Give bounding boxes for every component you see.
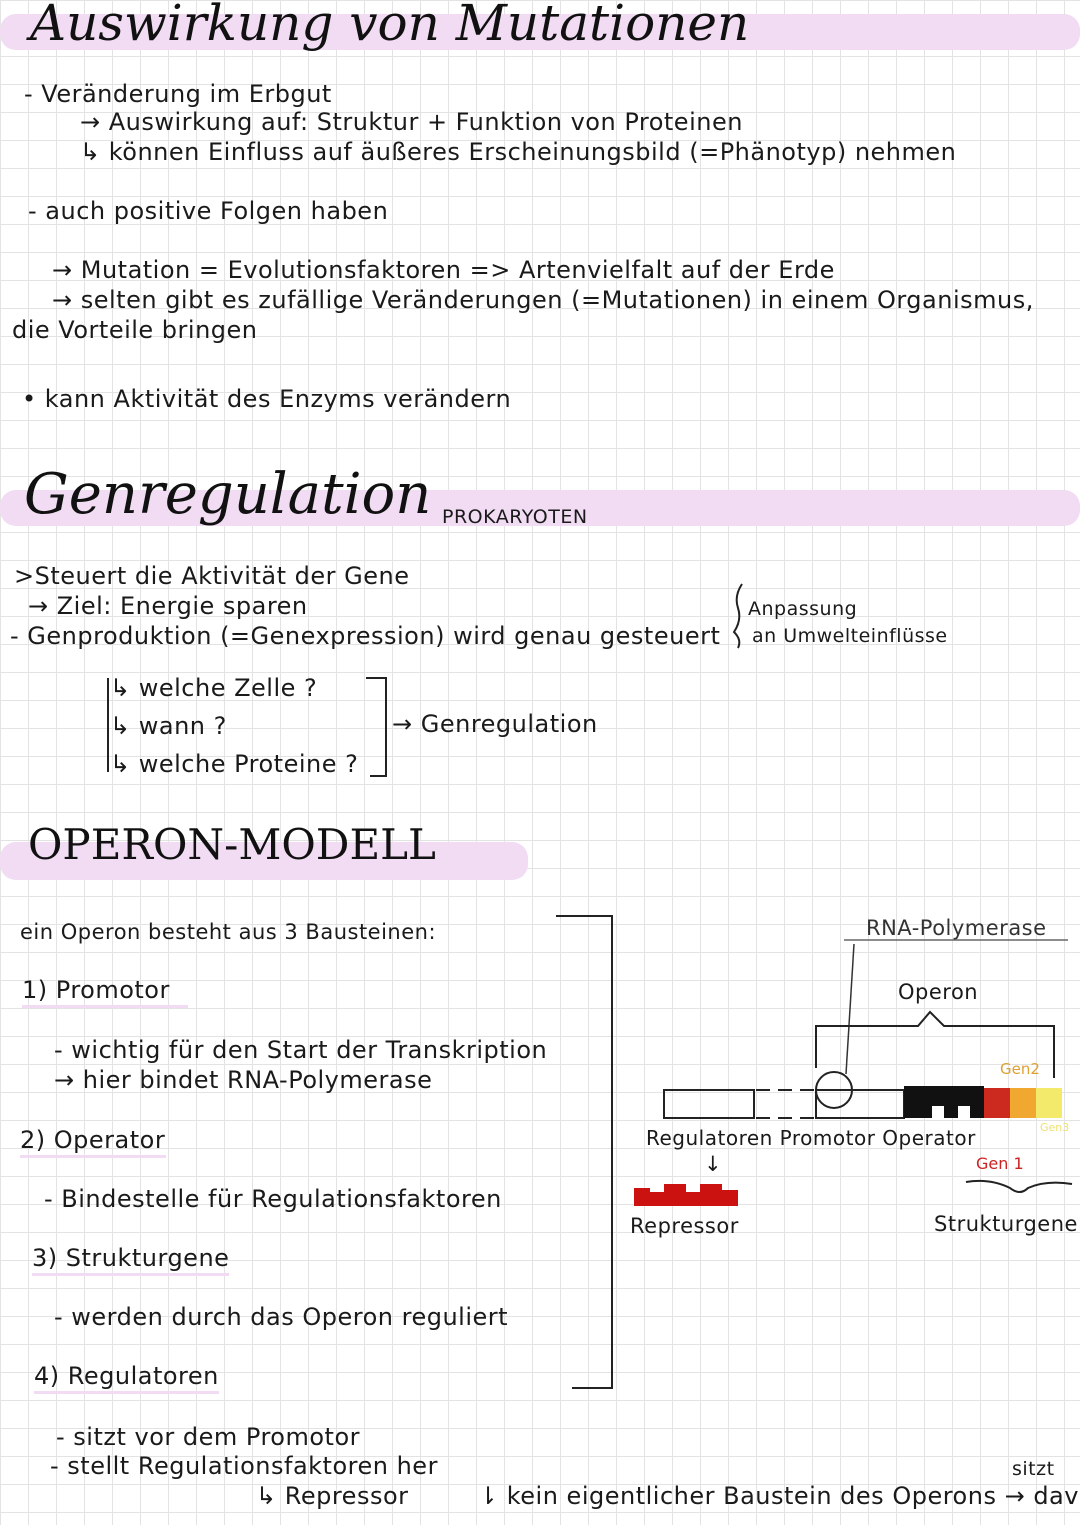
text-line: >Steuert die Aktivität der Gene	[14, 562, 410, 590]
footnote-top: sitzt	[1012, 1458, 1055, 1480]
rna-polymerase-label: RNA-Polymerase	[866, 916, 1047, 940]
question-item: ↳ welche Proteine ?	[110, 750, 359, 778]
list-heading: 2) Operator	[20, 1126, 166, 1158]
section-subtitle: PROKARYOTEN	[442, 506, 588, 528]
text-line: → Mutation = Evolutionsfaktoren => Arten…	[52, 256, 835, 284]
gen1-label: Gen 1	[976, 1154, 1024, 1173]
question-item: ↳ welche Zelle ?	[110, 674, 318, 702]
side-note: Anpassung	[748, 598, 858, 620]
footnote: ⇂ kein eigentlicher Baustein des Operons…	[478, 1482, 1080, 1510]
gen3-block	[1036, 1088, 1062, 1118]
section-title-mutationen: Auswirkung von Mutationen	[30, 0, 750, 52]
text-line: ↳ können Einfluss auf äußeres Erscheinun…	[80, 138, 957, 166]
operon-bracket	[815, 1010, 1055, 1078]
text-line: ein Operon besteht aus 3 Bausteinen:	[20, 920, 437, 944]
repressor-label: Repressor	[630, 1214, 739, 1238]
gen1-block	[984, 1088, 1010, 1118]
regulator-box	[663, 1089, 755, 1119]
text-line: - sitzt vor dem Promotor	[56, 1423, 360, 1451]
bracket-result: → Genregulation	[392, 710, 598, 738]
gen3-label: Gen3	[1040, 1121, 1070, 1134]
section-title-operon: OPERON-MODELL	[28, 820, 436, 869]
list-heading: 4) Regulatoren	[34, 1362, 219, 1394]
operator-block	[904, 1086, 984, 1118]
text-line: - Genproduktion (=Genexpression) wird ge…	[10, 622, 721, 650]
text-line: - stellt Regulationsfaktoren her	[50, 1452, 438, 1480]
repressor-shape	[634, 1184, 738, 1206]
promotor-box	[815, 1089, 905, 1119]
text-line: → Auswirkung auf: Struktur + Funktion vo…	[80, 108, 743, 136]
list-heading: 3) Strukturgene	[32, 1244, 230, 1276]
operon-label: Operon	[898, 980, 979, 1004]
text-line: - wichtig für den Start der Transkriptio…	[54, 1036, 548, 1064]
side-brace	[732, 583, 743, 649]
strukturgene-label: Strukturgene	[934, 1212, 1078, 1236]
side-note: an Umwelteinflüsse	[752, 625, 948, 647]
title-highlight-2	[0, 490, 1080, 526]
text-line: - Bindestelle für Regulationsfaktoren	[44, 1185, 502, 1213]
text-line: • kann Aktivität des Enzyms verändern	[22, 385, 512, 413]
section-title-genregulation: Genregulation	[24, 462, 432, 527]
text-line: → selten gibt es zufällige Veränderungen…	[52, 286, 1034, 314]
text-line: → Ziel: Energie sparen	[28, 592, 308, 620]
text-line: → hier bindet RNA-Polymerase	[54, 1066, 433, 1094]
text-line: ↳ Repressor	[256, 1482, 409, 1510]
down-arrow: ↓	[704, 1152, 723, 1176]
title-highlight-1	[0, 14, 1080, 50]
strukturgene-brace	[965, 1179, 1073, 1193]
text-line: - auch positive Folgen haben	[28, 197, 389, 225]
title-highlight-3	[0, 842, 528, 880]
question-item: ↳ wann ?	[110, 712, 227, 740]
gen2-block	[1010, 1088, 1036, 1118]
diagram-labels: Regulatoren Promotor Operator	[646, 1126, 976, 1150]
list-heading: 1) Promotor	[22, 976, 188, 1008]
bracket-operon	[556, 915, 613, 1389]
text-line: - Veränderung im Erbgut	[24, 80, 332, 108]
gen2-label: Gen2	[1000, 1060, 1040, 1078]
text-line: die Vorteile bringen	[12, 316, 258, 344]
text-line: - werden durch das Operon reguliert	[54, 1303, 509, 1331]
bracket-genregulation	[107, 677, 387, 777]
